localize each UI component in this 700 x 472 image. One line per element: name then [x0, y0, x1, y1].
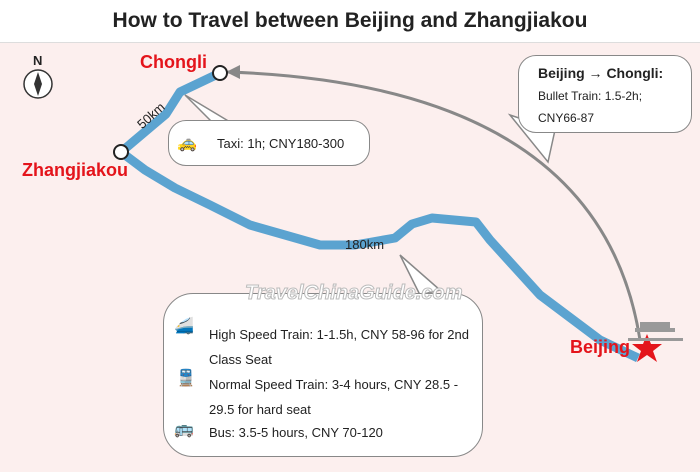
option-bus: Bus: 3.5-5 hours, CNY 70-120	[209, 425, 383, 440]
bullet-train-arrow	[227, 70, 642, 341]
city-zhangjiakou: Zhangjiakou	[22, 160, 129, 180]
city-beijing: Beijing	[570, 337, 631, 357]
taxi-bubble: 🚕 Taxi: 1h; CNY180-300	[168, 120, 370, 166]
bullet-train-bubble: Beijing → Chongli: Bullet Train: 1.5-2h;…	[518, 55, 692, 133]
watermark: TravelChinaGuide.com	[244, 282, 463, 305]
zhangjiakou-marker	[113, 144, 129, 160]
bullet-train-price: CNY66-87	[538, 111, 595, 125]
arrow-head	[226, 65, 240, 79]
high-speed-train-icon: 🚄	[174, 318, 194, 335]
compass-label: N	[33, 53, 43, 68]
taxi-info: Taxi: 1h; CNY180-300	[217, 136, 345, 151]
distance-180km: 180km	[345, 237, 385, 252]
page-title: How to Travel between Beijing and Zhangj…	[0, 0, 700, 43]
bus-icon: 🚌	[174, 421, 194, 438]
bullet-train-time: Bullet Train: 1.5-2h;	[538, 89, 643, 103]
route-beijing-zhangjiakou	[118, 148, 640, 363]
taxi-icon: 🚕	[177, 135, 197, 152]
beijing-star-icon	[632, 334, 662, 362]
route-heading: Beijing → Chongli:	[538, 65, 664, 81]
train-icon: 🚆	[176, 370, 196, 387]
transport-options-bubble: 🚄 High Speed Train: 1-1.5h, CNY 58-96 fo…	[163, 293, 483, 457]
chongli-marker	[212, 65, 228, 81]
option-normal-train: Normal Speed Train: 3-4 hours, CNY 28.5 …	[209, 377, 459, 417]
option-high-speed-train: High Speed Train: 1-1.5h, CNY 58-96 for …	[209, 327, 469, 367]
route-zhangjiakou-chongli	[118, 68, 222, 156]
city-chongli: Chongli	[140, 52, 207, 72]
tiananmen-icon	[628, 322, 683, 341]
